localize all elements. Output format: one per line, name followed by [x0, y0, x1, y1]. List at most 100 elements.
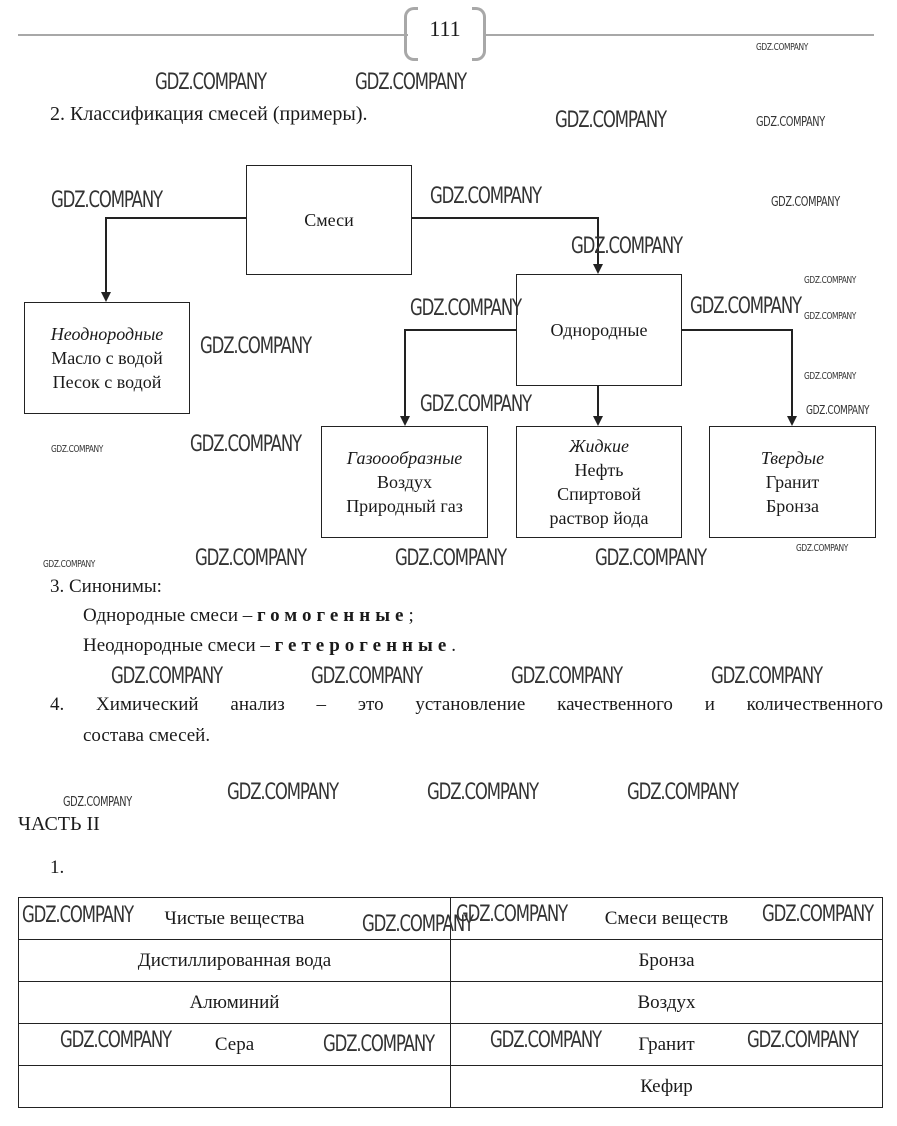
- watermark: GDZ.COMPANY: [111, 664, 223, 689]
- table-cell: Сера: [18, 1023, 451, 1066]
- connector: [106, 217, 246, 219]
- watermark: GDZ.COMPANY: [511, 664, 623, 689]
- watermark: GDZ.COMPANY: [420, 392, 532, 417]
- watermark: GDZ.COMPANY: [804, 275, 856, 286]
- synonym-line-1: Однородные смеси – гомогенные;: [83, 605, 414, 627]
- synonym-label: Однородные смеси –: [83, 605, 253, 626]
- column-header: Смеси веществ: [450, 897, 883, 940]
- node-label: Однородные: [550, 320, 648, 340]
- diagram-node-gaseous: Газоообразные Воздух Природный газ: [321, 426, 488, 538]
- watermark: GDZ.COMPANY: [155, 70, 267, 95]
- node-example: Гранит: [765, 472, 820, 492]
- arrow-head-icon: [593, 264, 603, 274]
- node-example: Нефть: [574, 460, 624, 480]
- diagram-node-liquid: Жидкие Нефть Спиртовой раствор йода: [516, 426, 682, 538]
- punctuation: .: [451, 635, 457, 656]
- watermark: GDZ.COMPANY: [60, 1028, 172, 1053]
- watermark: GDZ.COMPANY: [362, 912, 474, 937]
- watermark: GDZ.COMPANY: [323, 1032, 435, 1057]
- watermark: GDZ.COMPANY: [756, 42, 808, 53]
- watermark: GDZ.COMPANY: [410, 296, 522, 321]
- table-cell: [18, 1065, 451, 1108]
- node-example: Природный газ: [346, 496, 463, 516]
- watermark: GDZ.COMPANY: [804, 371, 856, 382]
- table-cell: Бронза: [450, 939, 883, 982]
- watermark: GDZ.COMPANY: [311, 664, 423, 689]
- watermark: GDZ.COMPANY: [430, 184, 542, 209]
- watermark: GDZ.COMPANY: [762, 902, 874, 927]
- node-example: Воздух: [377, 472, 432, 492]
- page-bracket-left: [404, 7, 418, 61]
- section-4-line-1: 4. Химический анализ – это установление …: [50, 694, 883, 715]
- watermark: GDZ.COMPANY: [571, 234, 683, 259]
- section-3-heading: 3. Синонимы:: [50, 576, 162, 597]
- substances-table: Чистые вещества Смеси веществ Дистиллиро…: [18, 897, 883, 1108]
- watermark: GDZ.COMPANY: [490, 1028, 602, 1053]
- node-example: Песок с водой: [52, 372, 162, 392]
- watermark: GDZ.COMPANY: [63, 795, 132, 810]
- watermark: GDZ.COMPANY: [395, 546, 507, 571]
- node-example: Бронза: [765, 496, 820, 516]
- connector: [404, 329, 516, 331]
- column-header: Чистые вещества: [18, 897, 451, 940]
- arrow-head-icon: [593, 416, 603, 426]
- page-bracket-right: [472, 7, 486, 61]
- watermark: GDZ.COMPANY: [555, 108, 667, 133]
- table-header-row: Чистые вещества Смеси веществ: [18, 897, 883, 940]
- node-example: раствор йода: [549, 508, 649, 528]
- header-rule-left: [18, 34, 408, 36]
- diagram-node-mixtures: Смеси: [246, 165, 412, 275]
- synonym-line-2: Неоднородные смеси – гетерогенные.: [83, 635, 456, 657]
- diagram-node-heterogeneous: Неоднородные Масло с водой Песок с водой: [24, 302, 190, 414]
- watermark: GDZ.COMPANY: [756, 115, 825, 130]
- connector: [404, 329, 406, 417]
- watermark: GDZ.COMPANY: [627, 780, 739, 805]
- punctuation: ;: [408, 605, 414, 626]
- part-2-title: ЧАСТЬ II: [18, 813, 100, 835]
- part-2-item-number: 1.: [50, 857, 65, 878]
- table-cell: Воздух: [450, 981, 883, 1024]
- page-number: 111: [429, 16, 461, 41]
- watermark: GDZ.COMPANY: [51, 444, 103, 455]
- node-title: Газоообразные: [346, 448, 463, 468]
- node-example: Спиртовой: [557, 484, 641, 504]
- watermark: GDZ.COMPANY: [43, 559, 95, 570]
- table-cell: Кефир: [450, 1065, 883, 1108]
- section-4-line-2: состава смесей.: [83, 725, 211, 746]
- node-title: Неоднородные: [50, 324, 164, 344]
- synonym-term: гетерогенные: [274, 635, 452, 656]
- table-cell: Гранит: [450, 1023, 883, 1066]
- watermark: GDZ.COMPANY: [796, 543, 848, 554]
- section-2-heading: 2. Классификация смесей (примеры).: [50, 103, 368, 125]
- watermark: GDZ.COMPANY: [771, 195, 840, 210]
- diagram-node-homogeneous: Однородные: [516, 274, 682, 386]
- connector: [597, 217, 599, 265]
- watermark: GDZ.COMPANY: [227, 780, 339, 805]
- watermark: GDZ.COMPANY: [456, 902, 568, 927]
- node-title: Жидкие: [568, 436, 629, 456]
- watermark: GDZ.COMPANY: [747, 1028, 859, 1053]
- watermark: GDZ.COMPANY: [22, 903, 134, 928]
- watermark: GDZ.COMPANY: [806, 403, 870, 417]
- connector: [791, 329, 793, 417]
- node-title: Твердые: [760, 448, 825, 468]
- watermark: GDZ.COMPANY: [427, 780, 539, 805]
- watermark: GDZ.COMPANY: [355, 70, 467, 95]
- connector: [681, 329, 793, 331]
- watermark: GDZ.COMPANY: [195, 546, 307, 571]
- watermark: GDZ.COMPANY: [190, 432, 302, 457]
- table-row: Кефир: [18, 1065, 883, 1108]
- watermark: GDZ.COMPANY: [200, 334, 312, 359]
- connector: [411, 217, 599, 219]
- watermark: GDZ.COMPANY: [690, 294, 802, 319]
- diagram-node-solid: Твердые Гранит Бронза: [709, 426, 876, 538]
- arrow-head-icon: [101, 292, 111, 302]
- watermark: GDZ.COMPANY: [711, 664, 823, 689]
- node-label: Смеси: [304, 210, 354, 230]
- node-example: Масло с водой: [51, 348, 163, 368]
- header-rule-right: [484, 34, 874, 36]
